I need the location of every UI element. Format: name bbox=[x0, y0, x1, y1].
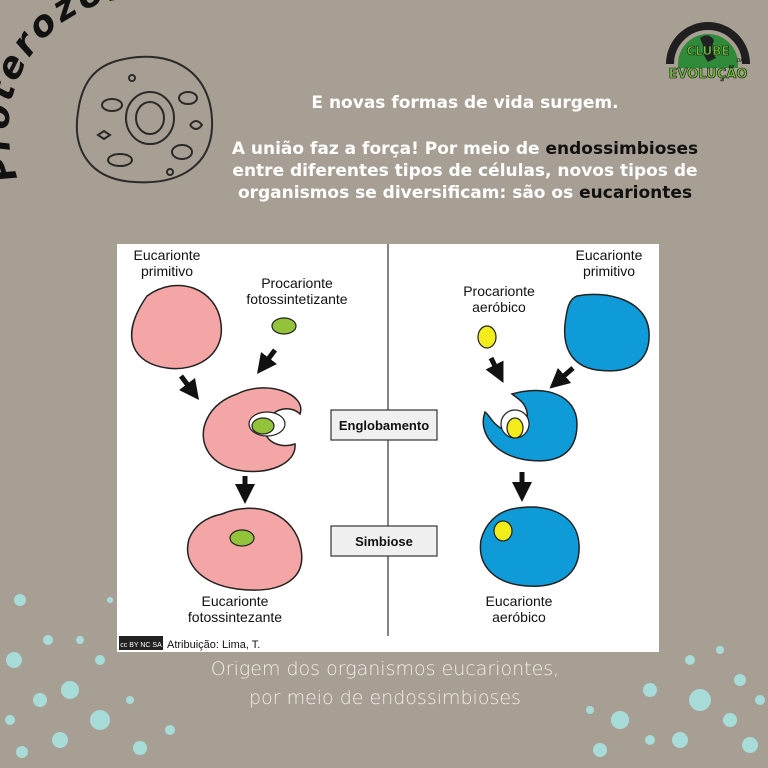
bubble bbox=[716, 646, 724, 654]
bubble bbox=[643, 683, 657, 697]
label-left-proc-2: fotossintetizante bbox=[246, 291, 347, 307]
label-right-top-2: primitivo bbox=[583, 263, 635, 279]
bubble bbox=[165, 725, 175, 735]
label-right-proc-1: Procarionte bbox=[463, 283, 535, 299]
attribution: Atribuição: Lima, T. bbox=[167, 639, 260, 651]
bubble bbox=[689, 689, 711, 711]
body-text: A união faz a força! Por meio de endossi… bbox=[231, 139, 699, 203]
title-graphic: Proterozoico bbox=[0, 0, 214, 187]
license-icons: cc BY NC SA bbox=[120, 642, 162, 649]
primitive-eukaryote-left bbox=[130, 284, 222, 370]
bubble bbox=[611, 711, 629, 729]
aerobic-eukaryote bbox=[479, 506, 580, 587]
bubble bbox=[6, 652, 22, 668]
bubble bbox=[52, 732, 68, 748]
stage-simbiose: Simbiose bbox=[355, 534, 413, 549]
page-title: Proterozoico bbox=[0, 0, 180, 187]
bubble bbox=[586, 706, 594, 714]
caption-line-2: por meio de endossimbioses bbox=[249, 687, 521, 709]
highlight-endossimbioses: endossimbioses bbox=[545, 139, 699, 159]
label-left-top-1: Eucarionte bbox=[134, 247, 201, 263]
label-right-proc-2: aeróbico bbox=[472, 299, 526, 315]
photosynthetic-prokaryote bbox=[271, 317, 297, 335]
bubble bbox=[734, 674, 746, 686]
svg-text:DA: DA bbox=[736, 58, 744, 64]
bubble bbox=[672, 732, 688, 748]
bubble bbox=[742, 737, 758, 753]
highlight-eucariontes: eucariontes bbox=[579, 183, 693, 203]
clube-evolucao-logo: CLUBE DA EVOLUÇÃO bbox=[666, 22, 750, 82]
label-right-bottom-1: Eucarionte bbox=[486, 593, 553, 609]
headline: E novas formas de vida surgem. bbox=[311, 93, 619, 113]
svg-text:EVOLUÇÃO: EVOLUÇÃO bbox=[669, 66, 748, 82]
primitive-eukaryote-right bbox=[563, 293, 650, 372]
bubble bbox=[16, 746, 28, 758]
cc-license-badge bbox=[119, 636, 163, 650]
label-right-top-1: Eucarionte bbox=[576, 247, 643, 263]
label-right-bottom-2: aeróbico bbox=[492, 609, 546, 625]
bubble bbox=[5, 715, 15, 725]
label-left-bottom-2: fotossintezante bbox=[188, 609, 282, 625]
bubble bbox=[645, 735, 655, 745]
label-left-proc-1: Procarionte bbox=[261, 275, 333, 291]
bubble bbox=[76, 636, 84, 644]
bubble bbox=[43, 635, 53, 645]
bubble bbox=[593, 743, 607, 757]
bubble bbox=[126, 696, 134, 704]
bubble bbox=[90, 710, 110, 730]
bubble bbox=[107, 597, 113, 603]
bubble bbox=[95, 655, 105, 665]
svg-text:CLUBE: CLUBE bbox=[686, 44, 729, 58]
engulfing-cell-right bbox=[482, 389, 578, 462]
bubble bbox=[133, 741, 147, 755]
aerobic-prokaryote bbox=[477, 325, 497, 349]
cell-icon bbox=[75, 55, 214, 184]
label-left-top-2: primitivo bbox=[141, 263, 193, 279]
bubble bbox=[33, 693, 47, 707]
engulfed-green bbox=[251, 417, 275, 435]
bubble bbox=[723, 713, 737, 727]
caption-line-1: Origem dos organismos eucariontes, bbox=[210, 658, 560, 680]
label-left-bottom-1: Eucarionte bbox=[202, 593, 269, 609]
bubble bbox=[14, 594, 26, 606]
bubble bbox=[685, 655, 695, 665]
bubble bbox=[755, 695, 765, 705]
engulfed-yellow bbox=[506, 417, 524, 439]
caption: Origem dos organismos eucariontes, por m… bbox=[150, 655, 620, 713]
bubble bbox=[61, 681, 79, 699]
endosymbiosis-diagram: Eucarionte primitivo Procarionte fotossi… bbox=[117, 244, 659, 652]
stage-englobamento: Englobamento bbox=[339, 418, 429, 433]
photosynthetic-eukaryote bbox=[186, 507, 303, 591]
